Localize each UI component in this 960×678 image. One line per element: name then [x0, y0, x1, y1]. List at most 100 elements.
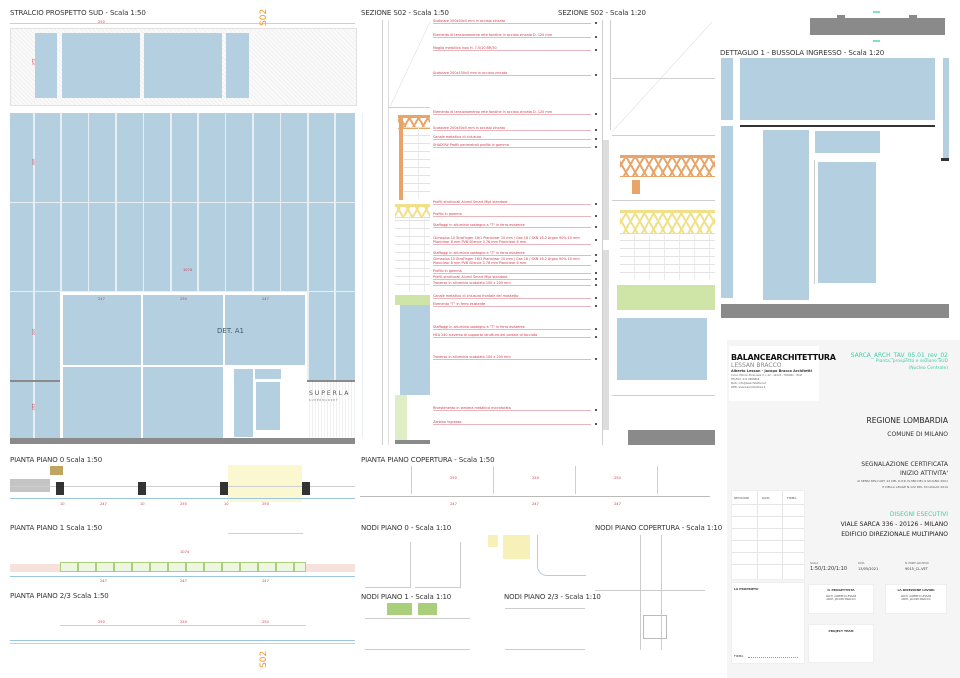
bracing-20	[612, 22, 712, 132]
mullion	[361, 113, 364, 438]
line	[612, 135, 715, 136]
glass-panel	[721, 126, 733, 298]
dim-label: 250	[180, 502, 187, 506]
dim-label: 247	[262, 297, 269, 301]
existing-block	[10, 479, 50, 492]
floor-truss-20	[620, 210, 715, 234]
mullion	[197, 113, 199, 438]
team-box: PROJECT TEAM	[808, 624, 874, 663]
section-annotation: Elemento di tensionamento rete fondine i…	[433, 110, 591, 115]
transom	[10, 202, 355, 203]
scale-label: SCALA	[810, 562, 819, 565]
furniture-block	[50, 466, 63, 475]
title-pianta-1: PIANTA PIANO 1 Scala 1:50	[10, 524, 103, 532]
facade-line-20	[602, 20, 603, 445]
dim-label: 247	[180, 579, 187, 583]
dim-label: 265	[31, 403, 36, 411]
dim-label: 1074	[180, 550, 190, 554]
section-annotation: Profili strutturali Alumil Smart Mipi st…	[433, 200, 591, 205]
date-value: 13/05/2021	[858, 567, 879, 571]
leader-dot	[595, 254, 597, 256]
section-annotation: HEA 240 traverso di supporto struttura d…	[433, 333, 591, 338]
facade-line	[388, 20, 389, 445]
dim-label: 250	[98, 20, 105, 24]
project-address: VIALE SARCA 336 - 20126 - MILANO	[840, 521, 948, 528]
door-transom-glass	[255, 369, 281, 379]
firm-address: Corso Vittorio Emanuele II, n.12 - 10123…	[731, 374, 803, 377]
plan-piano-0: 10 247 10 250 10 250	[0, 462, 360, 522]
line	[612, 200, 715, 201]
comune: COMUNE DI MILANO	[887, 431, 948, 438]
transom	[10, 291, 355, 292]
mullion	[87, 113, 90, 438]
green-frame	[60, 562, 306, 572]
section-marker-top: S02	[259, 8, 269, 26]
designer-1: ARCH. ALBERTO LESSAN	[825, 595, 857, 598]
plan-post	[909, 15, 917, 19]
mullion	[170, 113, 172, 438]
section-annotation: Zerbino ingresso	[433, 420, 591, 425]
section-annotation: Profilo in gomma	[433, 212, 591, 217]
elevation-drawing: 250 S02 1074 375 320 320 265 247 250 247…	[0, 0, 364, 450]
dim-line	[10, 23, 355, 24]
glass-panel	[943, 58, 949, 158]
logo: BALANCEARCHITETTURA	[731, 353, 836, 362]
dim-label: 1074	[183, 268, 193, 272]
wall-line	[10, 643, 355, 644]
node-detail	[505, 608, 585, 650]
section-annotation: Canale metallico di chiusura	[433, 135, 591, 140]
glass-panel	[35, 33, 57, 98]
wall-line	[10, 486, 355, 487]
roof-truss-20	[620, 155, 715, 177]
dim-label: 247	[614, 502, 621, 506]
title-nodi-1: NODI PIANO 1 - Scala 1:10	[361, 593, 452, 601]
dim-label: 250	[98, 620, 105, 624]
bracing	[390, 22, 430, 107]
drawing-sub: (Nucleo Centrale)	[908, 366, 948, 371]
glass-panel	[740, 58, 935, 120]
leader-dot	[595, 336, 597, 338]
leader-dot	[595, 203, 597, 205]
section-annotation: Climaplus 10 StraFinger 16/1 Planiclear …	[433, 257, 591, 266]
steel-column	[399, 118, 403, 200]
green-node	[418, 603, 437, 615]
glass-panel	[62, 33, 140, 98]
section-annotation: Traverso in alluminio scatolato 100 x 20…	[433, 281, 591, 286]
dim-label: 320	[31, 158, 36, 166]
leader-dot	[595, 260, 597, 262]
node-detail	[365, 542, 411, 588]
dim-label: 320	[31, 328, 36, 336]
section-annotation: Climaplus 10 StraFinger 16/1 Planiclear …	[433, 236, 591, 245]
dim-label: 250	[262, 620, 269, 624]
entrance-door[interactable]	[256, 382, 280, 430]
revision-header: REVISIONI	[734, 496, 750, 500]
glass-panel	[721, 58, 733, 120]
designer-2: ARCH. JACOPO BRACCO	[826, 598, 856, 601]
section-annotation: Staffaggi in alluminio sostegno a "T" in…	[433, 325, 591, 330]
yellow-node	[488, 535, 498, 547]
section-marker-bottom: S02	[259, 650, 269, 668]
nodi-drawings	[355, 530, 715, 678]
firm-web: WEB: www.baarchitettura.it	[731, 386, 766, 389]
title-nodi-copertura: NODI PIANO COPERTURA - Scala 1:10	[595, 524, 723, 532]
mullion-20	[603, 250, 609, 430]
leader-dot	[595, 226, 597, 228]
signature-line[interactable]	[748, 657, 798, 658]
designer-box: IL PROGETTISTA ARCH. ALBERTO LESSAN ARCH…	[808, 584, 874, 614]
glass-panel	[63, 367, 141, 438]
dim-label: 250	[180, 620, 187, 624]
line	[612, 78, 715, 79]
building-name: EDIFICIO DIREZIONALE MULTIPIANO	[841, 531, 948, 538]
dim-line	[60, 625, 306, 626]
revision-header: DATA	[762, 496, 770, 500]
lintel	[740, 125, 935, 127]
glass-line	[10, 498, 355, 499]
designer-label: IL PROGETTISTA	[827, 588, 855, 592]
leader-dot	[595, 36, 597, 38]
dim-label: 375	[31, 58, 36, 66]
glass-panel	[763, 130, 809, 300]
node-detail	[415, 542, 461, 588]
leader-dot	[595, 74, 597, 76]
dim-label: 247	[100, 502, 107, 506]
column-line	[411, 466, 412, 494]
